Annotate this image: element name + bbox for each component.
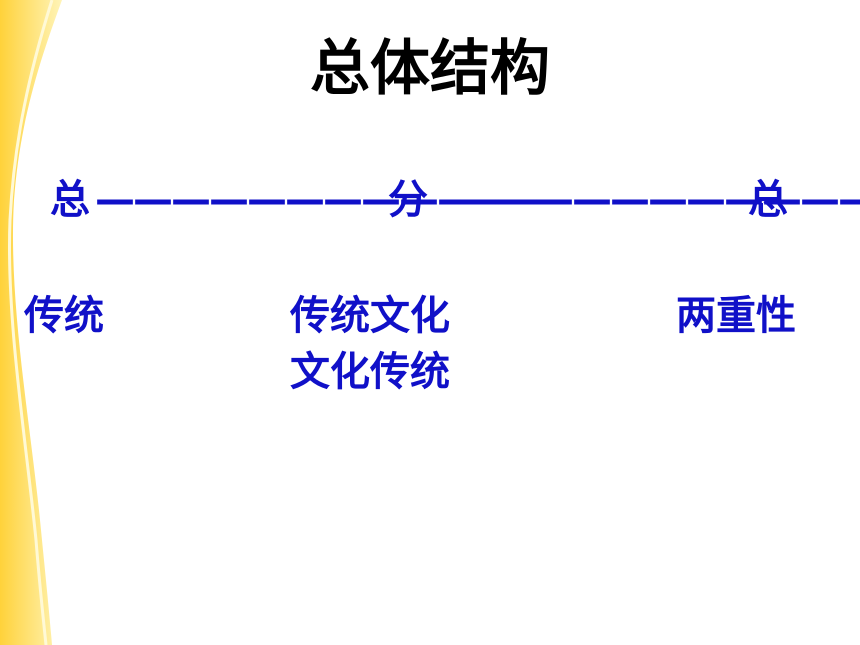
slide-title: 总体结构 bbox=[310, 34, 550, 104]
structure-dash-left: ———————————— bbox=[95, 177, 553, 223]
column-left-text: 传统 bbox=[24, 293, 104, 339]
structure-first: 总 bbox=[50, 177, 90, 223]
column-right-text: 两重性 bbox=[676, 293, 796, 339]
left-decorative-wave bbox=[0, 0, 62, 645]
structure-middle: 分 bbox=[388, 177, 428, 223]
structure-dash-right: ——————————— bbox=[458, 177, 860, 223]
column-middle-line2: 文化传统 bbox=[290, 349, 450, 395]
column-middle-line1: 传统文化 bbox=[290, 293, 450, 339]
structure-last: 总 bbox=[748, 177, 788, 223]
